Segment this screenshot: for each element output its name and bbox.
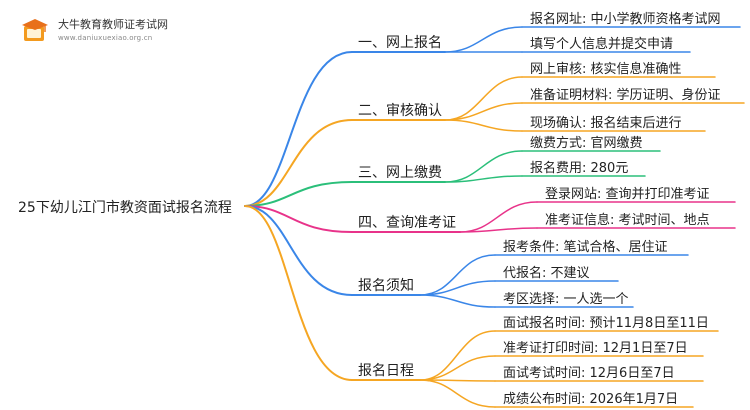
branch-node: 一、网上报名 — [358, 35, 442, 51]
branch-leaf-link — [444, 119, 523, 132]
branch-leaf-link — [444, 150, 523, 183]
branch-leaf-link — [444, 102, 523, 121]
leaf-node: 准考证打印时间: 12月1日至7日 — [503, 341, 688, 356]
branch-node: 二、审核确认 — [358, 103, 442, 119]
branch-leaf-link — [444, 26, 523, 53]
branch-leaf-link — [459, 227, 538, 233]
site-logo: 大牛教育教师证考试网 www.daniuxuexiao.org.cn — [20, 14, 180, 50]
branch-leaf-link — [419, 379, 496, 408]
branch-node: 四、查询准考证 — [358, 215, 456, 231]
leaf-node: 面试考试时间: 12月6日至7日 — [503, 366, 675, 381]
root-branch-link — [244, 205, 353, 296]
leaf-node: 现场确认: 报名结束后进行 — [530, 116, 682, 131]
leaf-node: 报名费用: 280元 — [530, 161, 629, 176]
leaf-node: 代报名: 不建议 — [503, 266, 590, 281]
branch-leaf-link — [459, 201, 538, 233]
leaf-node: 填写个人信息并提交申请 — [530, 37, 674, 52]
site-name: 大牛教育教师证考试网 — [58, 18, 168, 31]
leaf-node: 报考条件: 笔试合格、居住证 — [503, 240, 668, 255]
leaf-node: 报名网址: 中小学教师资格考试网 — [530, 12, 721, 27]
root-branch-link — [244, 205, 353, 381]
branch-leaf-link — [444, 175, 523, 183]
branch-leaf-link — [419, 254, 496, 296]
leaf-node: 缴费方式: 官网缴费 — [530, 136, 643, 151]
root-branch-link — [244, 51, 353, 207]
branch-leaf-link — [419, 355, 496, 381]
branch-node: 报名须知 — [358, 278, 414, 294]
branch-leaf-link — [444, 76, 523, 121]
leaf-node: 准备证明材料: 学历证明、身份证 — [530, 88, 721, 103]
branch-node: 报名日程 — [358, 363, 414, 379]
leaf-node: 准考证信息: 考试时间、地点 — [545, 213, 710, 228]
root-branch-link — [244, 205, 353, 233]
leaf-node: 成绩公布时间: 2026年1月7日 — [503, 392, 679, 407]
leaf-node: 登录网站: 查询并打印准考证 — [545, 187, 710, 202]
branch-leaf-link — [419, 330, 496, 381]
leaf-node: 面试报名时间: 预计11月8日至11日 — [503, 316, 709, 331]
branch-node: 三、网上缴费 — [358, 165, 442, 181]
site-url: www.daniuxuexiao.org.cn — [58, 34, 153, 42]
root-node: 25下幼儿江门市教资面试报名流程 — [18, 200, 232, 216]
branch-leaf-link — [419, 294, 496, 308]
leaf-node: 考区选择: 一人选一个 — [503, 292, 629, 307]
root-branch-link — [244, 119, 353, 207]
root-branch-link — [244, 181, 353, 207]
graduation-book-icon — [22, 19, 48, 41]
leaf-node: 网上审核: 核实信息准确性 — [530, 62, 682, 77]
